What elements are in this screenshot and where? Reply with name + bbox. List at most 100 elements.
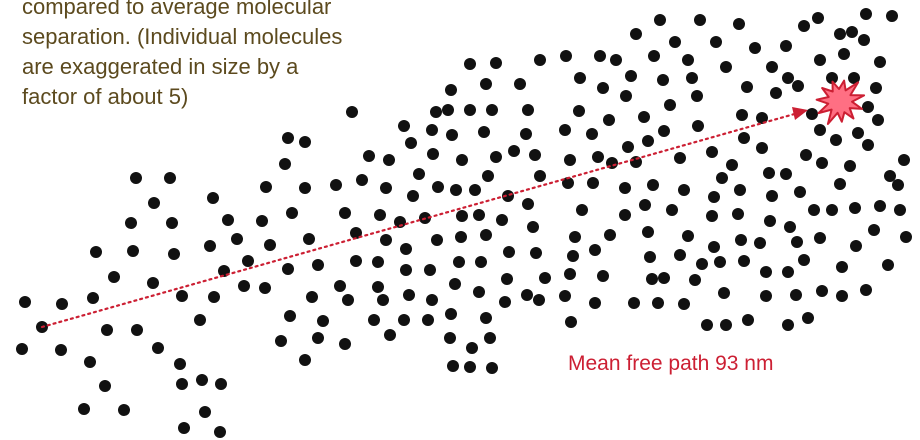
collision-burst-icon xyxy=(815,79,866,125)
molecule xyxy=(597,82,609,94)
molecule xyxy=(644,251,656,263)
molecules xyxy=(16,8,912,438)
molecule xyxy=(782,266,794,278)
molecule xyxy=(90,246,102,258)
molecule xyxy=(610,54,622,66)
mean-free-path-label: Mean free path 93 nm xyxy=(568,352,774,375)
molecule xyxy=(770,87,782,99)
molecule xyxy=(426,124,438,136)
molecule xyxy=(317,315,329,327)
molecule xyxy=(503,246,515,258)
molecule xyxy=(654,14,666,26)
molecule xyxy=(860,284,872,296)
molecule xyxy=(782,319,794,331)
molecule xyxy=(892,179,904,191)
molecule xyxy=(101,324,113,336)
molecule xyxy=(735,234,747,246)
molecule xyxy=(208,291,220,303)
molecule xyxy=(231,233,243,245)
molecule xyxy=(738,255,750,267)
molecule xyxy=(514,78,526,90)
molecule xyxy=(816,157,828,169)
molecule xyxy=(400,243,412,255)
molecule xyxy=(826,72,838,84)
molecule xyxy=(444,332,456,344)
caption-line: are exaggerated in size by a xyxy=(22,54,299,79)
molecule xyxy=(259,282,271,294)
molecule xyxy=(898,154,910,166)
molecule xyxy=(533,294,545,306)
molecule xyxy=(286,207,298,219)
molecule xyxy=(844,160,856,172)
molecule xyxy=(473,286,485,298)
molecule xyxy=(455,231,467,243)
molecule xyxy=(383,154,395,166)
molecule xyxy=(692,120,704,132)
molecule xyxy=(792,80,804,92)
molecule xyxy=(384,329,396,341)
molecule xyxy=(814,54,826,66)
molecule xyxy=(862,101,874,113)
molecule xyxy=(342,294,354,306)
molecule xyxy=(398,314,410,326)
molecule xyxy=(594,50,606,62)
molecule xyxy=(834,178,846,190)
molecule xyxy=(756,142,768,154)
molecule xyxy=(484,332,496,344)
molecule xyxy=(486,104,498,116)
molecule xyxy=(482,170,494,182)
molecule xyxy=(403,289,415,301)
molecule xyxy=(464,104,476,116)
molecule xyxy=(870,82,882,94)
molecule xyxy=(726,159,738,171)
molecule xyxy=(480,312,492,324)
molecule xyxy=(620,90,632,102)
molecule xyxy=(826,204,838,216)
mean-free-path-line xyxy=(40,111,800,329)
molecule xyxy=(108,271,120,283)
molecule xyxy=(642,226,654,238)
molecule xyxy=(868,224,880,236)
molecule xyxy=(886,10,898,22)
molecule xyxy=(638,111,650,123)
molecule xyxy=(658,272,670,284)
molecule xyxy=(830,134,842,146)
molecule xyxy=(850,240,862,252)
molecule xyxy=(502,190,514,202)
molecule xyxy=(279,158,291,170)
molecule xyxy=(800,149,812,161)
molecule xyxy=(658,125,670,137)
molecule xyxy=(242,255,254,267)
molecule xyxy=(742,314,754,326)
molecule xyxy=(522,198,534,210)
molecule xyxy=(215,378,227,390)
molecule xyxy=(400,264,412,276)
molecule xyxy=(657,74,669,86)
molecule xyxy=(422,314,434,326)
molecule xyxy=(446,129,458,141)
molecule xyxy=(508,145,520,157)
molecule xyxy=(118,404,130,416)
molecule xyxy=(256,215,268,227)
molecule xyxy=(791,236,803,248)
molecule xyxy=(646,273,658,285)
molecule xyxy=(639,199,651,211)
molecule xyxy=(350,227,362,239)
molecule xyxy=(794,186,806,198)
molecule xyxy=(99,380,111,392)
molecule xyxy=(834,28,846,40)
molecule xyxy=(204,240,216,252)
molecule xyxy=(846,26,858,38)
molecule xyxy=(564,268,576,280)
molecule xyxy=(756,112,768,124)
molecule xyxy=(196,374,208,386)
molecule xyxy=(720,319,732,331)
molecule xyxy=(260,181,272,193)
molecule xyxy=(426,294,438,306)
molecule xyxy=(282,263,294,275)
molecule xyxy=(562,177,574,189)
caption-line: separation. (Individual molecules xyxy=(22,24,343,49)
molecule xyxy=(784,221,796,233)
molecule xyxy=(84,356,96,368)
